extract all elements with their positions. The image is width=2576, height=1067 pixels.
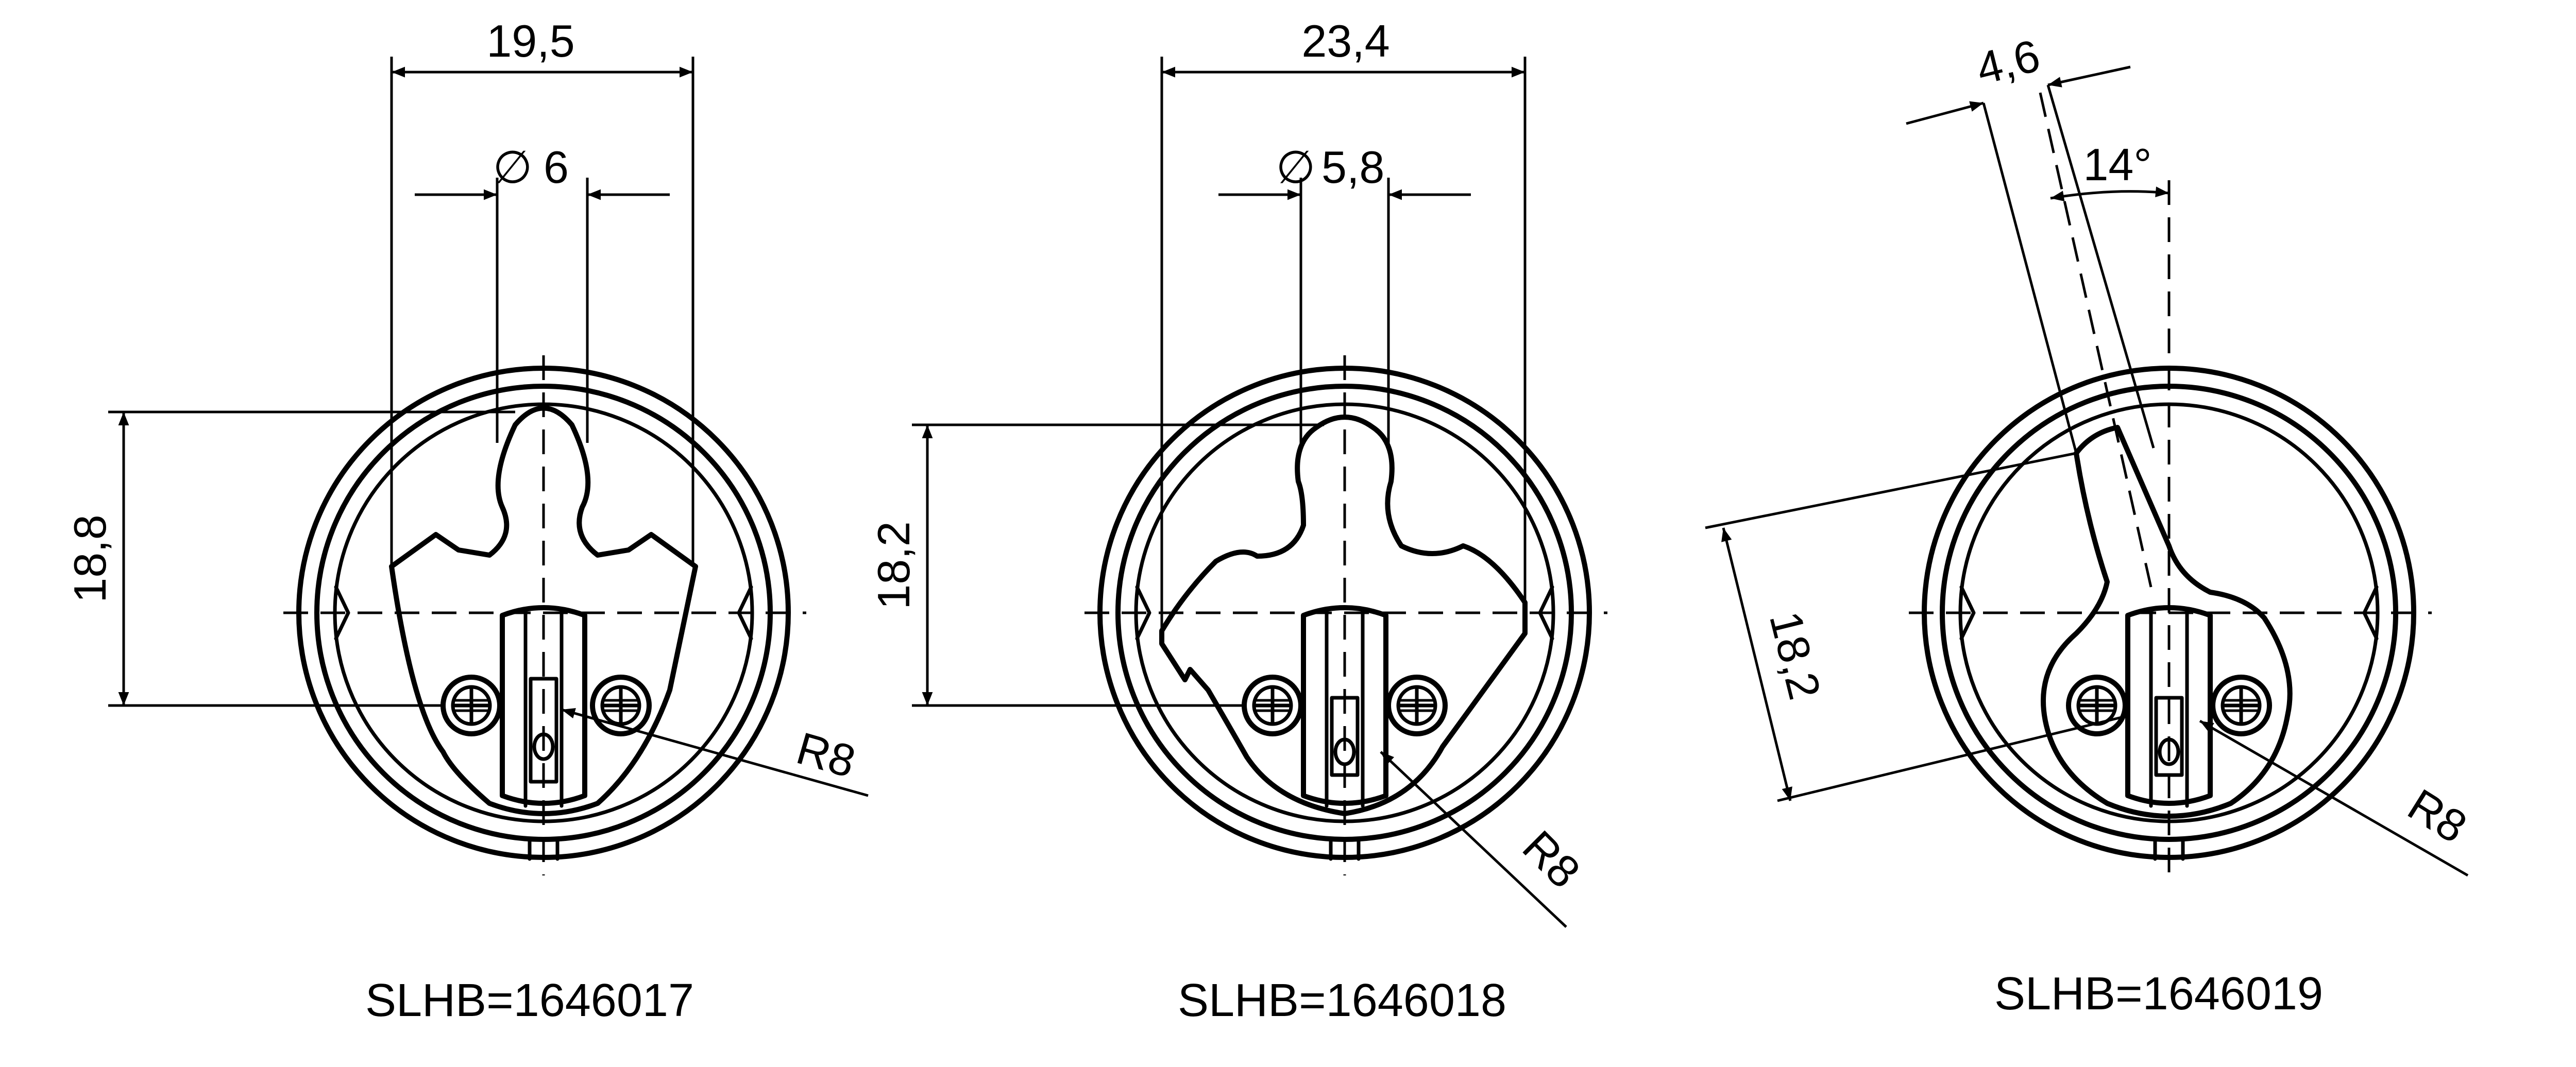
cylinder-profile xyxy=(2041,425,2293,819)
cylinder-profile xyxy=(1159,415,1528,816)
dim-height-value: 18,2 xyxy=(1760,607,1831,704)
dim-bore-value: 5,8 xyxy=(1321,142,1384,193)
dim-width: 19,5 xyxy=(390,15,694,566)
dim-angle: 14° xyxy=(2050,139,2170,201)
screw-left-icon xyxy=(443,677,500,734)
ring-notch-left xyxy=(334,585,350,641)
part-caption: SLHB=1646017 xyxy=(365,975,694,1026)
dim-width: 4,6 xyxy=(1906,30,2155,454)
dim-radius: R8 xyxy=(1380,751,1590,928)
dim-radius: R8 xyxy=(561,708,869,797)
dim-bore: ∅ 6 xyxy=(415,142,670,443)
ring-notch-right xyxy=(737,585,753,641)
centerlines xyxy=(1909,92,2432,875)
dim-width: 23,4 xyxy=(1160,15,1527,633)
screw-left-icon xyxy=(1244,677,1301,734)
ring-notch-right xyxy=(2362,585,2379,641)
dim-height: 18,2 xyxy=(868,423,1324,707)
dim-bore-value: 6 xyxy=(544,142,569,193)
screw-right-icon xyxy=(1388,677,1445,734)
dim-width-value: 19,5 xyxy=(486,15,574,66)
cylinder-profile xyxy=(389,405,698,816)
diameter-symbol: ∅ xyxy=(493,142,533,193)
ring-slot-bottom xyxy=(2153,838,2185,861)
diameter-symbol: ∅ xyxy=(1276,142,1316,193)
part-1017: 19,5 ∅ 6 18,8 R8 SLHB=1646017 xyxy=(64,15,869,1026)
dim-width-value: 4,6 xyxy=(1971,30,2045,95)
dim-height: 18,2 xyxy=(1705,452,2128,802)
dim-height-value: 18,8 xyxy=(64,514,115,603)
dim-width-value: 23,4 xyxy=(1301,15,1389,66)
dim-height-value: 18,2 xyxy=(868,521,919,609)
ring-notch-left xyxy=(1959,585,1976,641)
cam-slot xyxy=(2125,605,2213,808)
screw-left-icon xyxy=(2069,677,2125,734)
dim-bore: ∅ 5,8 xyxy=(1218,142,1471,448)
ring-slot-bottom xyxy=(528,838,560,861)
part-1018: 23,4 ∅ 5,8 18,2 R8 SLHB=1646018 xyxy=(868,15,1607,1026)
ring-notch-left xyxy=(1135,585,1151,641)
part-1019: 4,6 14° 18,2 R8 SLHB=1646019 xyxy=(1705,30,2476,1020)
ring-slot-bottom xyxy=(1329,838,1361,861)
screw-right-icon xyxy=(2213,677,2269,734)
ring-notch-right xyxy=(1538,585,1554,641)
part-caption: SLHB=1646018 xyxy=(1178,975,1506,1026)
cam-slot xyxy=(1301,605,1388,808)
part-caption: SLHB=1646019 xyxy=(1994,968,2323,1020)
dim-height: 18,8 xyxy=(64,410,515,707)
dim-angle-value: 14° xyxy=(2083,139,2151,190)
cam-slot xyxy=(500,605,587,808)
centerlines xyxy=(283,355,806,875)
